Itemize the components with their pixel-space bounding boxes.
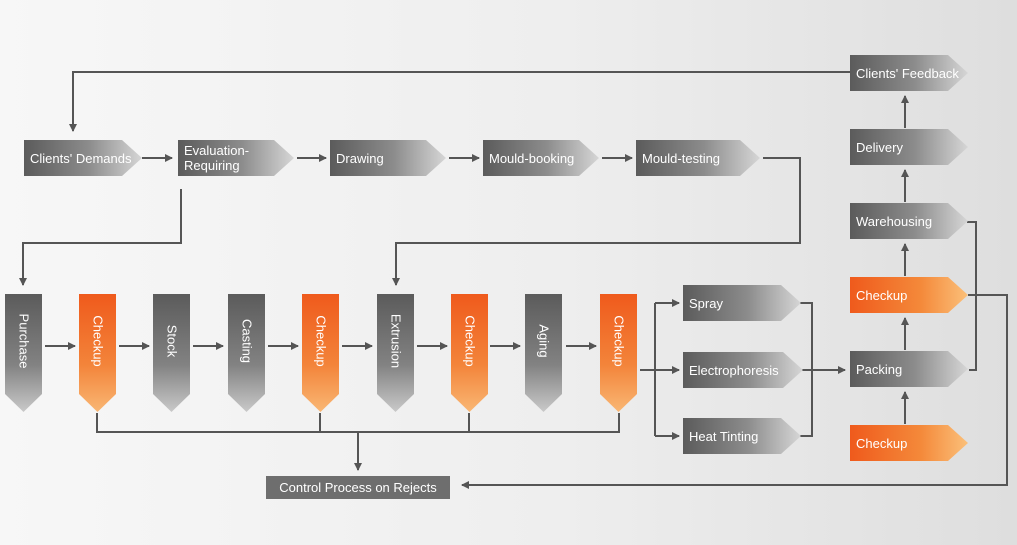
node-extrusion: Extrusion <box>377 294 414 412</box>
node-checkup-4: Checkup <box>600 294 637 412</box>
node-mould-booking: Mould-booking <box>483 140 599 176</box>
arrow-evaluation-purchase <box>19 189 182 286</box>
node-delivery: Delivery <box>850 129 968 165</box>
node-aging: Aging <box>525 294 562 412</box>
node-extrusion-label: Extrusion <box>388 313 403 369</box>
rejects-collector-line <box>96 413 620 433</box>
node-aging-label: Aging <box>536 324 551 358</box>
node-electrophoresis: Electrophoresis <box>683 352 803 388</box>
node-evaluation-requiring: Evaluation- Requiring <box>178 140 294 176</box>
node-spray: Spray <box>683 285 801 321</box>
node-purchase-label: Purchase <box>16 313 31 369</box>
node-checkup-1-label: Checkup <box>90 315 105 367</box>
node-checkup-3: Checkup <box>451 294 488 412</box>
node-clients-feedback: Clients' Feedback <box>850 55 968 91</box>
node-casting-label: Casting <box>239 318 254 364</box>
node-checkup-3-label: Checkup <box>462 315 477 367</box>
node-stock: Stock <box>153 294 190 412</box>
node-control-process-rejects: Control Process on Rejects <box>266 476 450 499</box>
node-checkup-1: Checkup <box>79 294 116 412</box>
node-checkup-after-packing: Checkup <box>850 277 968 313</box>
node-checkup-before-packing: Checkup <box>850 425 968 461</box>
node-casting: Casting <box>228 294 265 412</box>
feedback-loop-line <box>69 71 850 132</box>
node-mould-testing: Mould-testing <box>636 140 760 176</box>
node-warehousing: Warehousing <box>850 203 968 239</box>
node-stock-label: Stock <box>164 324 179 358</box>
node-packing: Packing <box>850 351 968 387</box>
node-drawing: Drawing <box>330 140 446 176</box>
node-purchase: Purchase <box>5 294 42 412</box>
node-checkup-2-label: Checkup <box>313 315 328 367</box>
node-checkup-4-label: Checkup <box>611 315 626 367</box>
node-checkup-2: Checkup <box>302 294 339 412</box>
node-clients-demands: Clients' Demands <box>24 140 142 176</box>
arrow-testing-extrusion <box>392 157 801 286</box>
node-heat-tinting: Heat Tinting <box>683 418 801 454</box>
